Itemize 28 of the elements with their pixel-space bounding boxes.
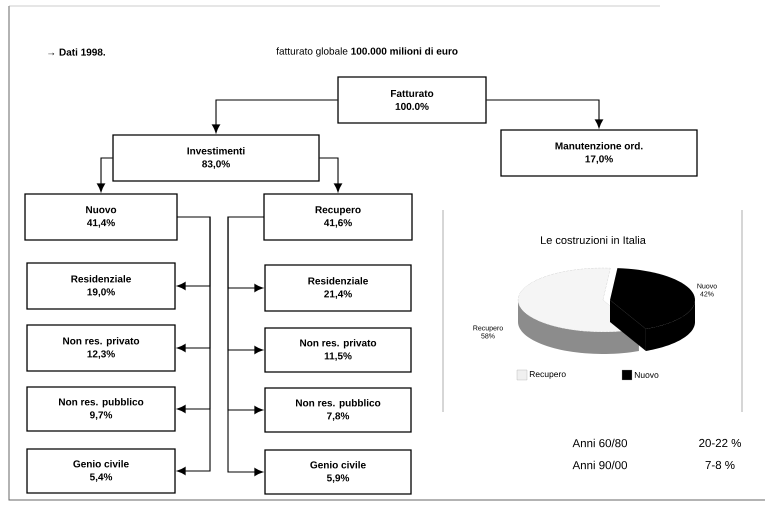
text-label: → Dati 1998. xyxy=(48,48,105,56)
box: Non res. pubblico 9,7% xyxy=(26,386,176,432)
text-label: 20-22 % xyxy=(699,438,741,448)
box: Residenziale 21,4% xyxy=(264,264,412,312)
box: Nuovo 41,4% xyxy=(24,193,178,241)
box: Non res. pubblico 7,8% xyxy=(264,387,412,433)
text-label: 7-8 % xyxy=(706,460,735,470)
box: Investimenti 83,0% xyxy=(112,134,320,182)
text-label: fatturato globale 100.000 milioni di euro xyxy=(276,47,458,57)
box: Manutenzione ord. 17,0% xyxy=(500,129,698,177)
arrow xyxy=(227,216,264,476)
legend-label: Recupero xyxy=(530,371,566,379)
text-label: Anni 60/80 xyxy=(572,438,628,448)
arrow xyxy=(486,99,603,128)
box: Genio civile 5,9% xyxy=(264,449,412,495)
legend-label: Nuovo xyxy=(634,372,658,378)
text-label: Anni 90/00 xyxy=(572,460,628,470)
box: Non res. privato 12,3% xyxy=(26,324,176,372)
arrow xyxy=(177,216,211,475)
box: Residenziale 19,0% xyxy=(26,262,176,310)
box: Fatturato 100.0% xyxy=(337,76,487,124)
arrow xyxy=(212,99,338,133)
box: Non res. privato 11,5% xyxy=(264,327,412,373)
arrow xyxy=(320,157,342,192)
text-label: Le costruzioni in Italia xyxy=(541,236,646,244)
box: Genio civile 5,4% xyxy=(26,448,176,494)
box: Recupero 41,6% xyxy=(263,193,413,241)
arrow xyxy=(97,157,112,192)
